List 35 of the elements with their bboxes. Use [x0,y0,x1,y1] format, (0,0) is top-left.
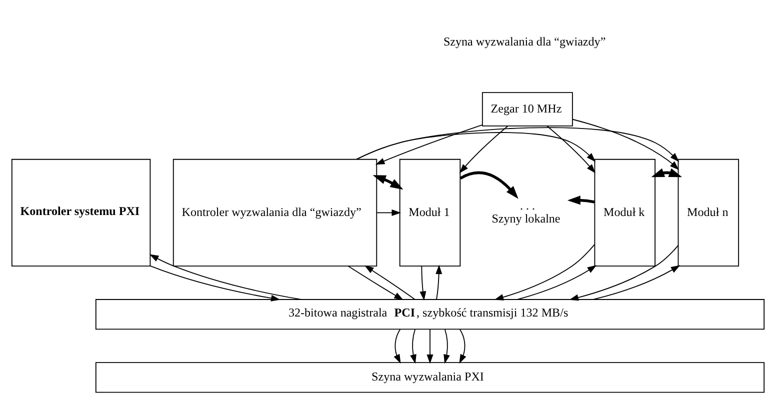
arrow [567,196,595,205]
node-box: Kontroler systemu PXI [11,158,151,267]
node-box: Moduł n [678,158,740,267]
arrow [410,329,416,364]
arrow [364,265,416,300]
arrow [420,266,426,301]
arrow [516,265,597,300]
node-box: 32-bitowa nagistrala PCI, szybkość transmisji 132 MB/s [95,299,765,330]
arrow [375,124,483,165]
arrow [592,265,680,300]
arrow [494,244,595,300]
arrow [394,329,401,364]
node-box: Moduł k [594,158,656,267]
arrow [651,168,682,178]
arrow [572,118,680,170]
arrow [150,266,280,302]
node-box: Moduł 1 [399,158,461,267]
arrow [149,254,302,300]
arrow [460,171,518,199]
arrow [376,209,402,216]
arrow [444,329,450,364]
arrow [459,126,508,174]
arrow [436,264,442,300]
arrow [546,126,596,174]
arrow [372,175,404,190]
arrow [356,127,680,162]
arrow [569,244,679,301]
label: Szyna wyzwalania dla “gwiazdy” [443,34,606,49]
arrow [348,266,404,300]
arrow [459,329,466,364]
arrow [426,329,434,364]
node-box: Kontroler wyzwalania dla “gwiazdy” [172,158,378,267]
node-text: . . . Szyny lokalne [492,198,560,226]
node-box: Zegar 10 MHz [482,92,573,126]
node-box: Szyna wyzwalania PXI [95,362,765,393]
